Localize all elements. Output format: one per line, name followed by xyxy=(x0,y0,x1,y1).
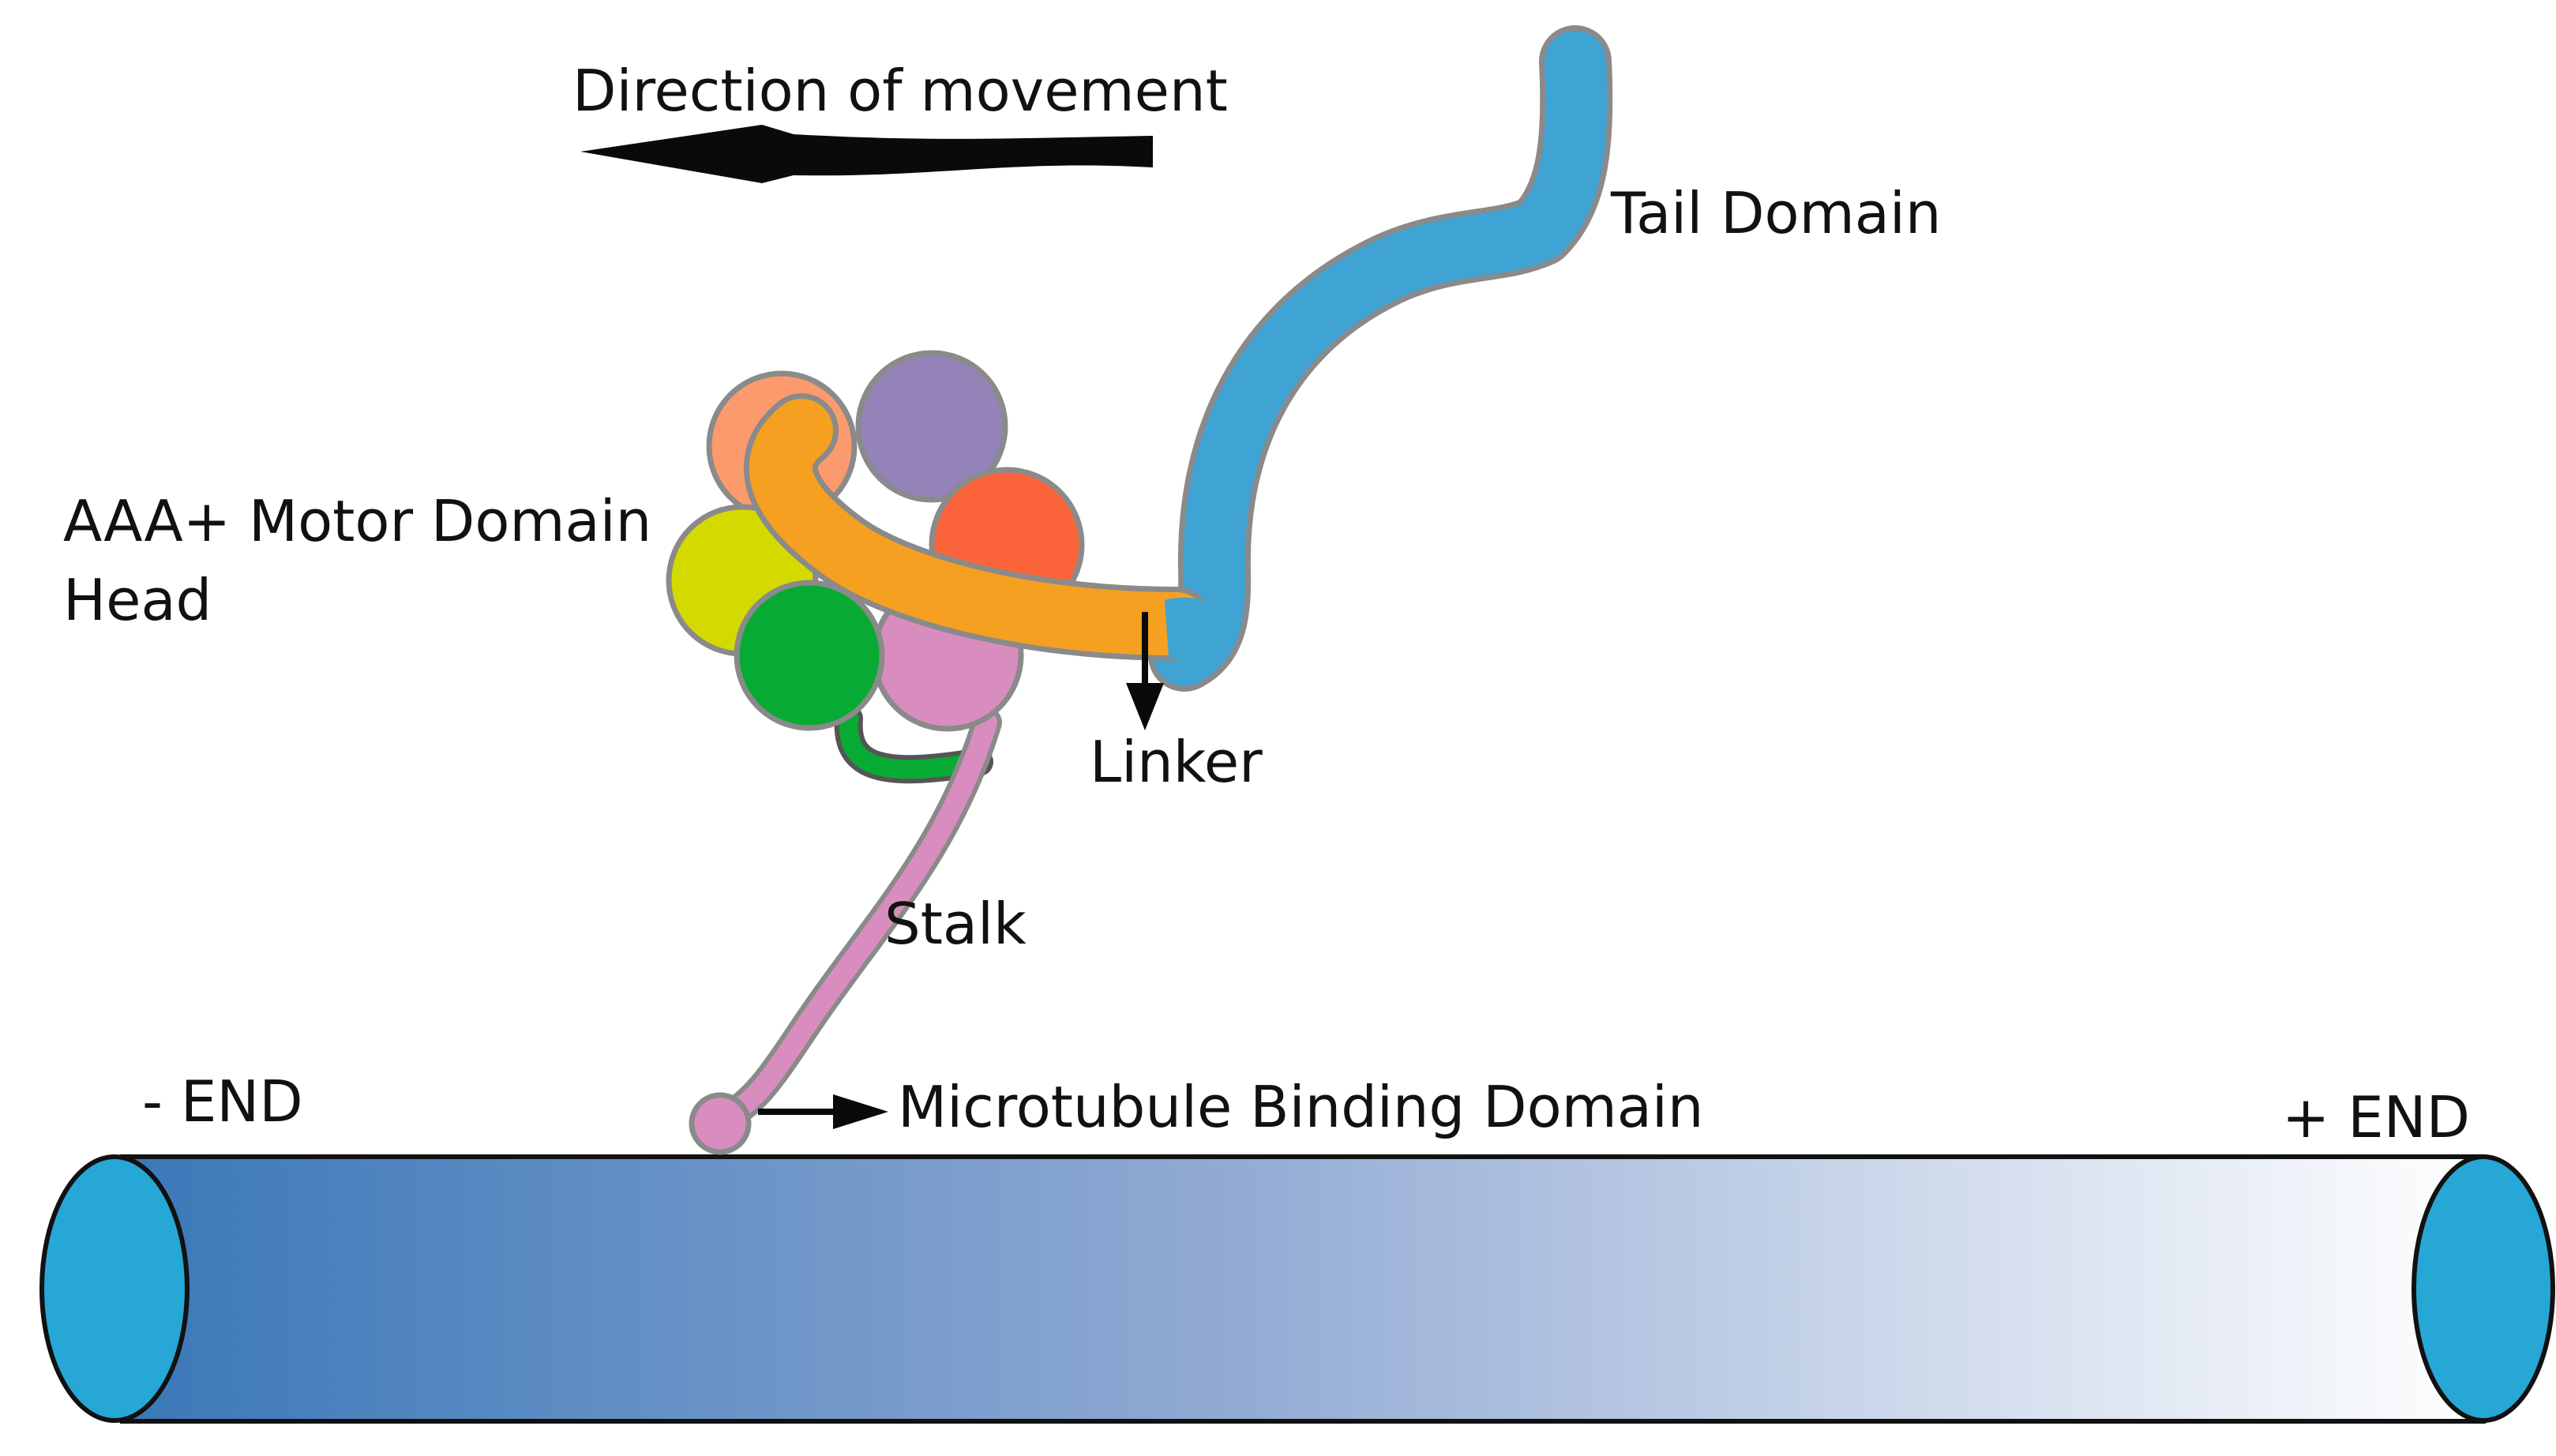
microtubule-binding-domain xyxy=(689,1092,752,1155)
aaa-domain-5 xyxy=(734,580,885,731)
linker xyxy=(744,393,1214,661)
direction-label: Direction of movement xyxy=(572,58,1228,124)
mtbd-label: Microtubule Binding Domain xyxy=(898,1074,1704,1140)
motor-domain-label: AAA+ Motor Domain xyxy=(63,488,651,554)
microtubule-plus-end-cap xyxy=(2411,1154,2555,1423)
linker-arrow xyxy=(1126,612,1164,730)
mtbd-arrow xyxy=(758,1094,888,1129)
tail-junction xyxy=(1165,597,1232,661)
stalk-label: Stalk xyxy=(884,891,1027,957)
microtubule xyxy=(39,1154,2555,1424)
microtubule-body xyxy=(120,1154,2486,1424)
plus-end-label: + END xyxy=(2282,1084,2470,1150)
aaa-domain-2 xyxy=(855,350,1008,503)
linker-label: Linker xyxy=(1090,729,1263,795)
tail-domain xyxy=(1148,25,1613,692)
minus-end-label: - END xyxy=(142,1068,303,1135)
microtubule-minus-end-cap xyxy=(39,1154,190,1423)
tail-domain-label: Tail Domain xyxy=(1610,180,1941,246)
stalk xyxy=(707,704,1002,1135)
motor-head-label: Head xyxy=(63,567,212,633)
direction-arrow xyxy=(580,125,1153,183)
